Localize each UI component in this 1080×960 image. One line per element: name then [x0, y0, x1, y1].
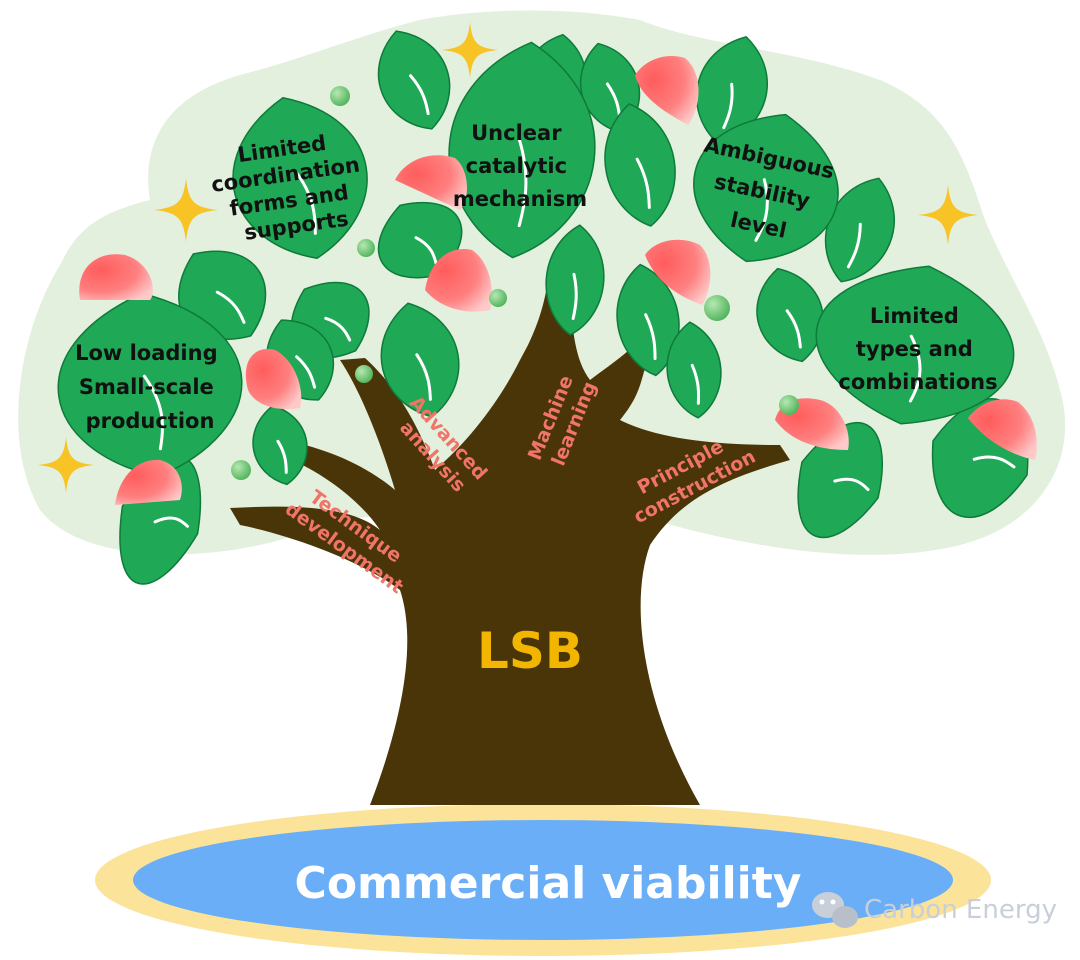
- leaf: [57, 292, 243, 478]
- bud: [357, 239, 375, 257]
- fruit: [395, 155, 467, 210]
- leaf: [797, 421, 883, 539]
- ground-pond: [95, 804, 991, 956]
- pond-water: [133, 820, 953, 940]
- bud: [779, 395, 799, 415]
- leaf: [377, 30, 451, 130]
- bud: [231, 460, 251, 480]
- fruit-cluster: [79, 55, 1037, 505]
- challenge-low-loading: Low loading Small-scale production: [75, 341, 225, 433]
- ground-label: Commercial viability: [295, 858, 802, 909]
- leaf: [666, 321, 722, 419]
- bud: [489, 289, 507, 307]
- bud: [355, 365, 373, 383]
- watermark: Carbon Energy: [812, 892, 1057, 928]
- challenge-limited-types: Limited types and combinations: [838, 304, 997, 394]
- fruit: [79, 254, 153, 300]
- tree-trunk: [230, 280, 790, 805]
- leaf: [815, 265, 1015, 425]
- bud-cluster: [231, 86, 799, 480]
- leaf-cluster: [57, 30, 1029, 585]
- leaf: [756, 267, 824, 363]
- leaf: [545, 224, 605, 336]
- leaf: [616, 263, 680, 377]
- fruit: [645, 239, 711, 305]
- leaf: [604, 103, 676, 227]
- leaf: [252, 404, 308, 486]
- fruit: [115, 459, 182, 505]
- wechat-icon: [812, 892, 858, 928]
- bud: [704, 295, 730, 321]
- fruit: [635, 55, 699, 125]
- leaf: [232, 96, 368, 259]
- leaf: [448, 41, 596, 259]
- bud: [330, 86, 350, 106]
- challenge-unclear-mechanism: Unclear catalytic mechanism: [453, 121, 587, 211]
- trunk-label: LSB: [477, 622, 583, 680]
- leaf: [380, 302, 460, 418]
- fruit: [425, 249, 492, 312]
- fruit: [245, 349, 302, 410]
- fruit: [968, 399, 1037, 460]
- watermark-text: Carbon Energy: [864, 895, 1057, 925]
- leaf: [824, 177, 896, 283]
- leaf: [693, 113, 839, 263]
